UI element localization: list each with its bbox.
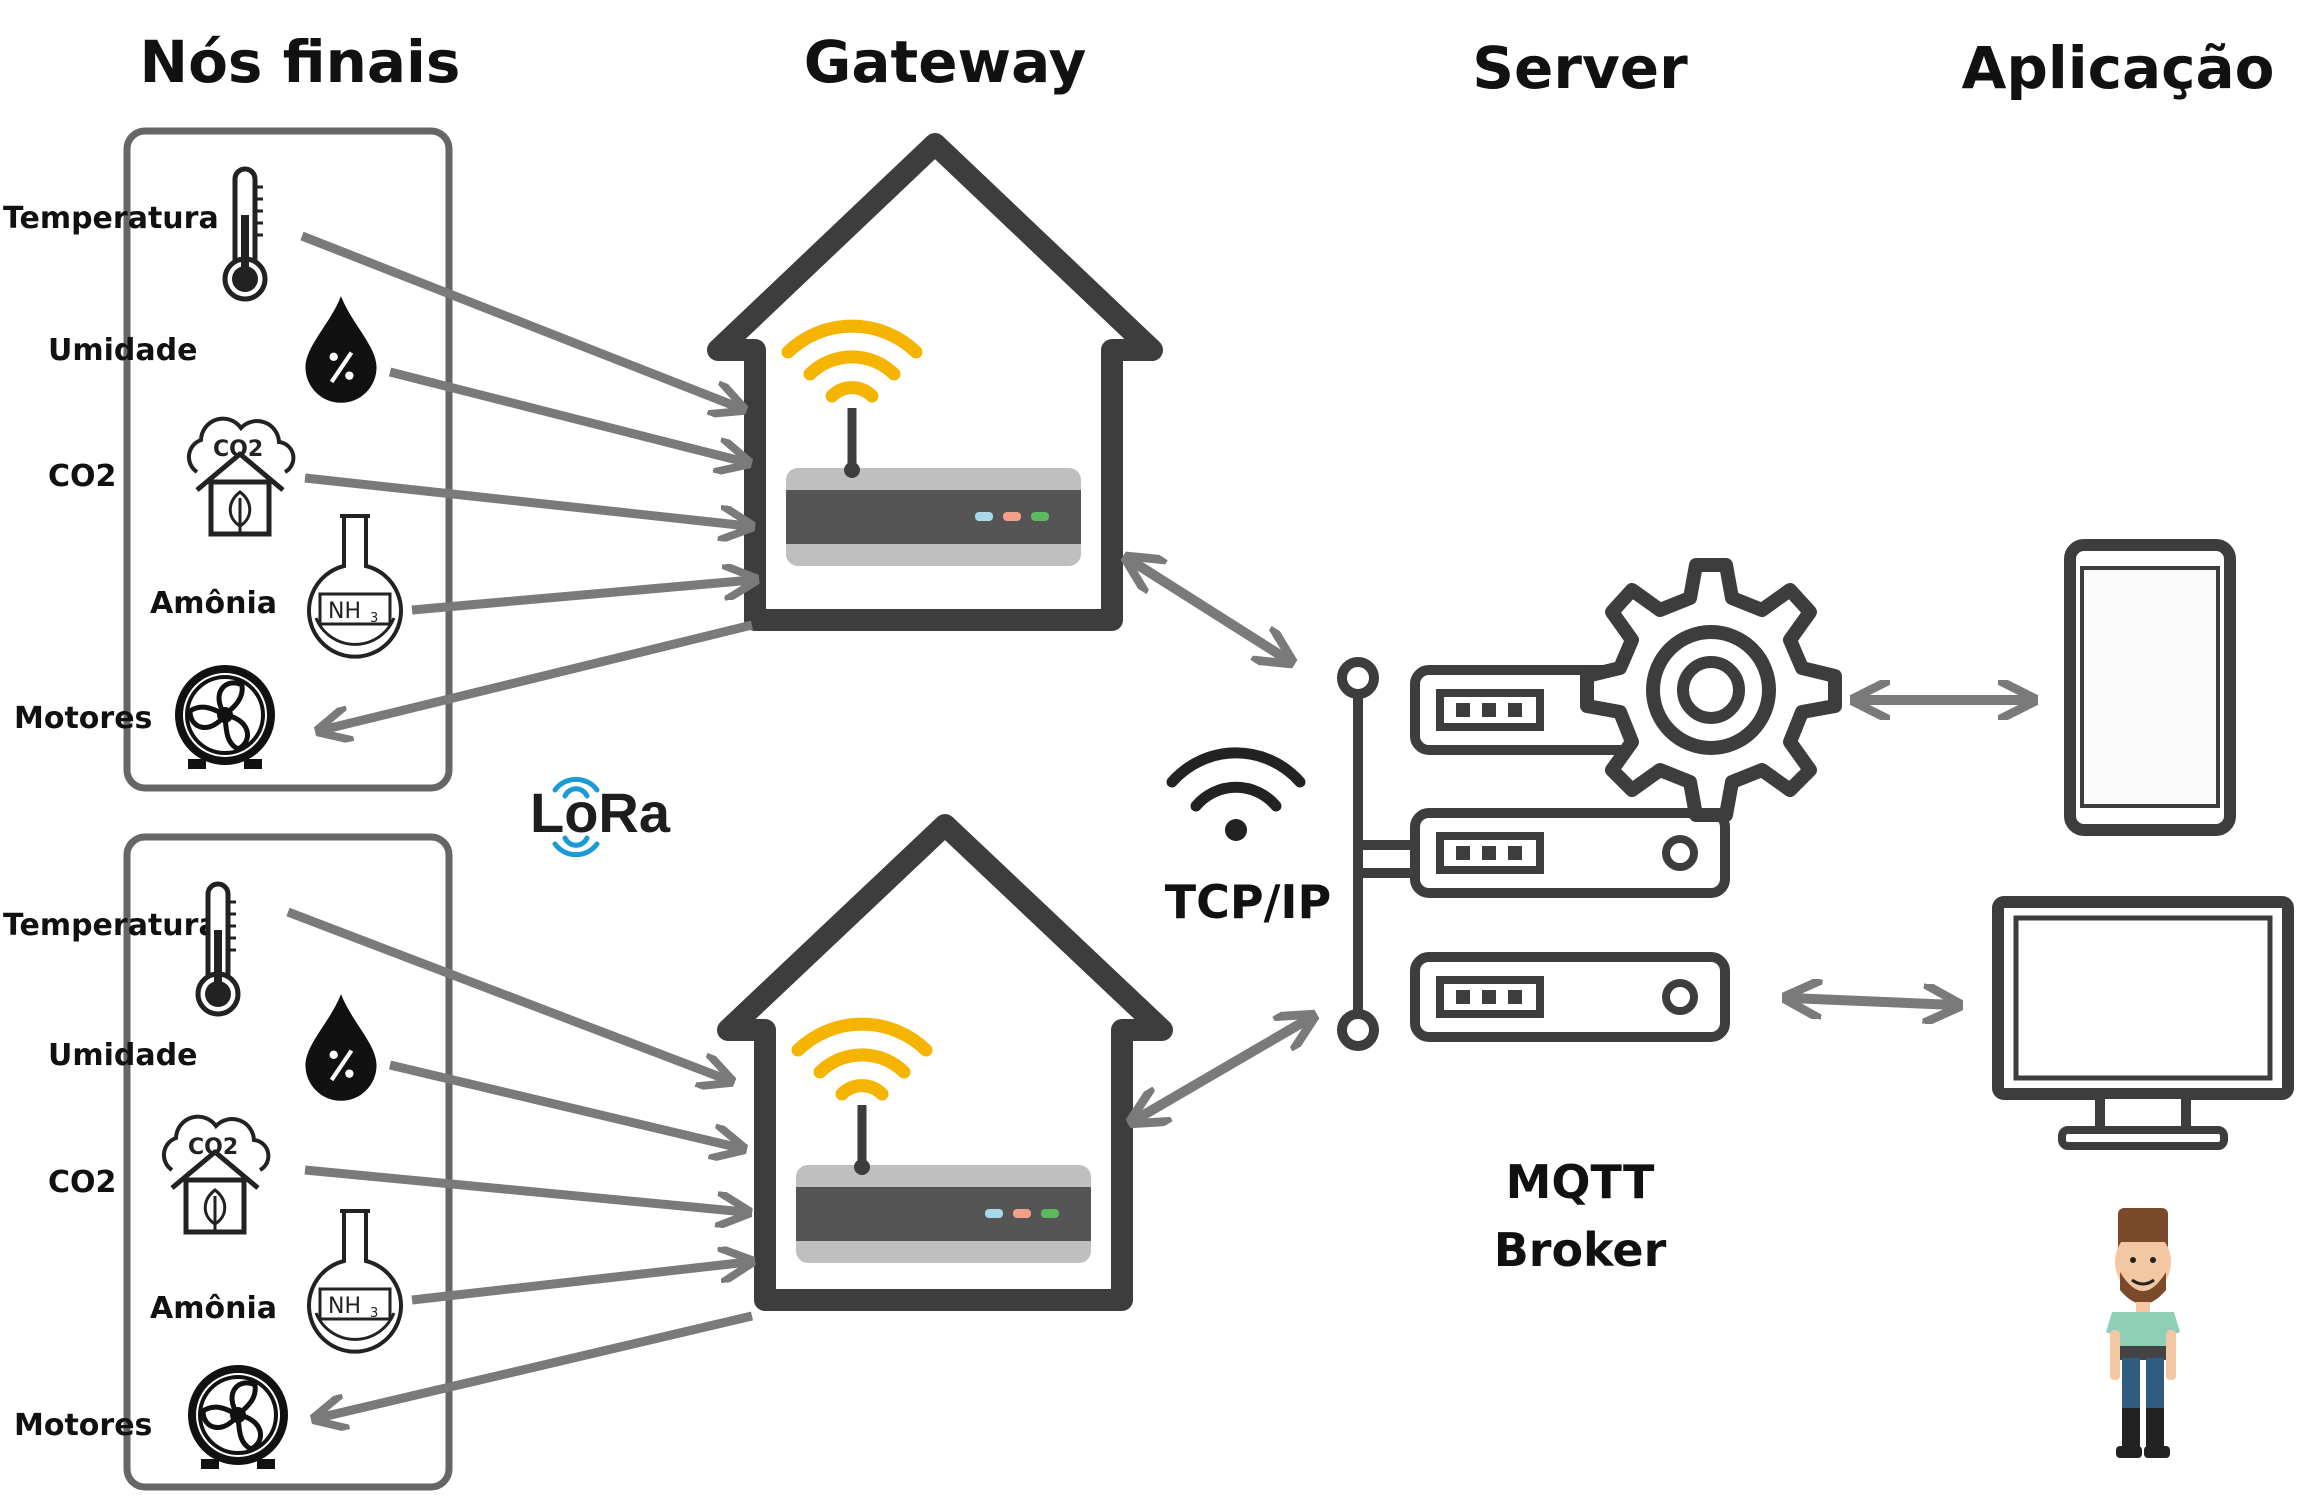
sensor-label-amonia: Amônia: [150, 1291, 277, 1326]
thermometer-icon: [225, 169, 265, 299]
ammonia-flask-icon: [307, 514, 403, 659]
gear-icon: [1580, 558, 1842, 822]
sensor-label-motores: Motores: [14, 1408, 152, 1443]
sensor-label-co2: CO2: [48, 1165, 116, 1200]
end-node-group-1-frame: [123, 127, 453, 792]
humidity-drop-icon: [305, 296, 376, 403]
lora-uplink-arrows-2: [286, 907, 752, 1418]
tcp-wifi-icon: [1166, 747, 1306, 812]
server-app-arrows: [1790, 700, 2030, 1005]
gateway-house-1: [707, 133, 1163, 631]
sensor-label-umidade: Umidade: [48, 1038, 197, 1073]
ammonia-flask-icon: [307, 1209, 403, 1354]
broker-label-line2: Broker: [1494, 1223, 1667, 1277]
co2-cloud-house-icon: [164, 1117, 268, 1232]
sensor-label-motores: Motores: [14, 701, 152, 736]
mqtt-broker-server-icon: [1337, 558, 1842, 1051]
fan-motor-icon: [192, 1369, 284, 1469]
lora-signal-icon: [552, 776, 600, 858]
end-node-group-2-frame: [123, 833, 453, 1491]
lora-logo: LoRa: [530, 776, 671, 858]
humidity-drop-icon: [305, 994, 376, 1101]
wifi-signal-icon: [781, 319, 923, 403]
thermometer-icon: [198, 884, 238, 1014]
header-gateway: Gateway: [804, 28, 1087, 96]
gateway-house-2: [717, 814, 1173, 1311]
sensor-label-temperatura: Temperatura: [3, 908, 219, 943]
gateway-server-arrows: [1130, 560, 1310, 1120]
smartphone-icon: [2064, 539, 2236, 836]
fan-motor-icon: [179, 669, 271, 769]
header-application: Aplicação: [1961, 34, 2274, 102]
broker-label-line1: MQTT: [1506, 1155, 1655, 1209]
wifi-signal-icon: [791, 1017, 933, 1101]
sensor-label-co2: CO2: [48, 459, 116, 494]
co2-cloud-house-icon: [189, 419, 293, 534]
header-server: Server: [1472, 34, 1688, 102]
monitor-icon: [1992, 896, 2294, 1150]
lora-uplink-arrows-1: [300, 231, 752, 730]
sensor-label-temperatura: Temperatura: [3, 201, 219, 236]
header-end-nodes: Nós finais: [140, 28, 461, 96]
sensor-label-umidade: Umidade: [48, 333, 197, 368]
lora-logo-text: LoRa: [530, 781, 671, 844]
tcp-ip-label: TCP/IP: [1165, 875, 1331, 929]
tcp-wifi-dot: [1225, 819, 1247, 841]
sensor-label-amonia: Amônia: [150, 586, 277, 621]
user-avatar: [2106, 1208, 2180, 1458]
